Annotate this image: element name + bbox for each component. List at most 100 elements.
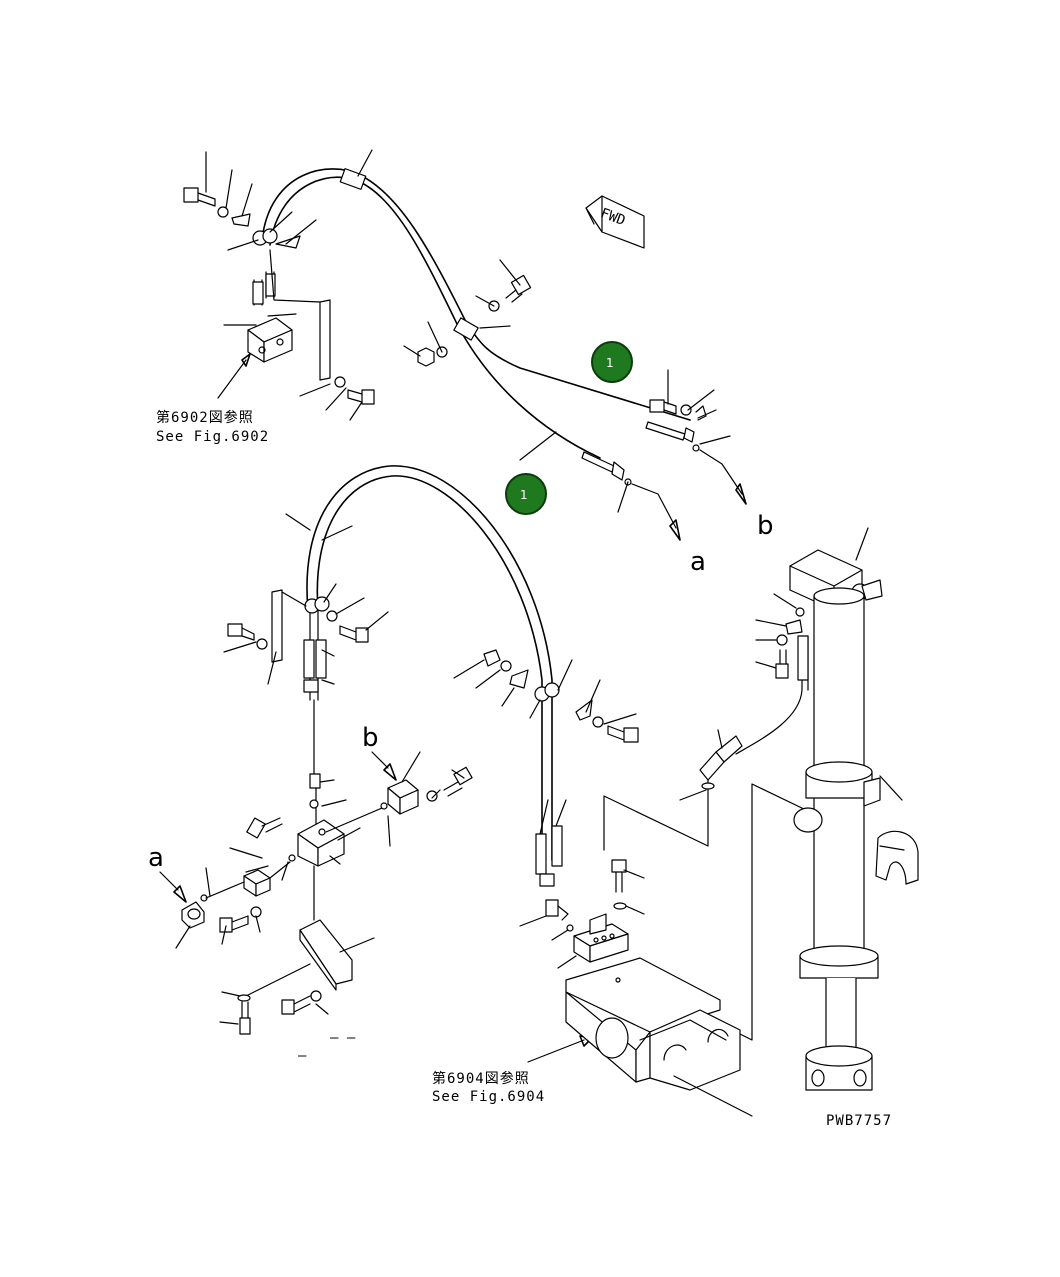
bolt xyxy=(611,859,627,893)
washer xyxy=(256,638,268,650)
washer xyxy=(237,994,251,1002)
bolt xyxy=(227,623,255,641)
fwd-arrow: FWD xyxy=(585,195,645,249)
clamp-ring xyxy=(544,682,560,698)
fitting xyxy=(645,421,686,441)
lower-hose-b xyxy=(316,475,543,861)
o-ring xyxy=(309,799,319,809)
nut xyxy=(417,347,435,367)
nut xyxy=(483,649,501,667)
bolt xyxy=(607,725,639,743)
boom-cylinder xyxy=(679,527,919,1091)
bolt xyxy=(239,1001,251,1035)
fitting xyxy=(309,773,321,789)
connector-a-label: a xyxy=(690,547,706,577)
stray-mark: – – xyxy=(330,1030,356,1046)
bolt xyxy=(183,187,216,207)
fitting-nut xyxy=(303,679,319,693)
fitting xyxy=(315,639,327,679)
clamp-half xyxy=(875,830,919,885)
o-ring xyxy=(380,802,388,810)
bolt xyxy=(347,389,375,405)
washer xyxy=(680,404,692,416)
plate xyxy=(271,589,283,663)
support-bracket xyxy=(299,919,353,991)
fitting xyxy=(797,635,809,681)
clip xyxy=(231,213,251,227)
washer xyxy=(776,634,788,646)
plate xyxy=(319,299,331,381)
washer xyxy=(310,990,322,1002)
fitting-nut xyxy=(539,873,555,887)
washer xyxy=(613,902,627,910)
o-ring xyxy=(566,924,574,932)
bracket xyxy=(575,699,593,721)
washer xyxy=(217,206,229,218)
clip xyxy=(785,619,803,635)
distribution-block xyxy=(573,913,629,963)
lower-hose-assembly: b a xyxy=(148,465,645,1063)
upper-hose-b xyxy=(269,176,601,459)
clamp-ring xyxy=(314,596,330,612)
ref-6902-jp: 第6902図参照 xyxy=(156,409,254,426)
connector-block-a xyxy=(243,869,271,897)
upper-hose-assembly: b a xyxy=(183,149,774,577)
bolt xyxy=(775,649,789,679)
bolt xyxy=(505,274,532,303)
fitting xyxy=(535,833,547,875)
connection-line xyxy=(603,779,709,851)
washer xyxy=(500,660,512,672)
connection-line xyxy=(673,1075,753,1117)
stray-mark: – xyxy=(298,1048,307,1064)
bolt xyxy=(339,625,369,643)
hose-clamp xyxy=(339,168,367,190)
fitting xyxy=(683,427,695,443)
washer xyxy=(426,790,438,802)
bolt xyxy=(443,766,473,797)
connector-b-label-lower: b xyxy=(362,723,379,753)
o-ring xyxy=(692,444,700,452)
connector-b-label: b xyxy=(757,511,774,541)
washer xyxy=(326,610,338,622)
hose-clamp xyxy=(453,317,479,341)
ref-6904-en: See Fig.6904 xyxy=(432,1089,545,1105)
elbow-fitting xyxy=(246,817,283,839)
bolt xyxy=(649,399,677,415)
drawing-code: PWB7757 xyxy=(826,1113,892,1129)
elbow-fitting xyxy=(545,899,569,921)
ref-6902-en: See Fig.6902 xyxy=(156,429,269,445)
connector-a-label-lower: a xyxy=(148,843,164,873)
connection-line xyxy=(739,783,807,1041)
lower-hose-a xyxy=(306,465,553,861)
clip xyxy=(509,669,529,689)
callout-marker[interactable]: 1 xyxy=(591,341,633,383)
clamp-ring xyxy=(262,228,278,244)
callout-label: 1 xyxy=(606,356,614,370)
elbow-fitting xyxy=(699,735,743,781)
upper-hose-a xyxy=(261,168,691,421)
fitting xyxy=(581,451,615,473)
cap xyxy=(181,901,205,929)
fitting xyxy=(551,825,563,867)
fitting xyxy=(265,273,276,297)
o-ring xyxy=(701,782,715,790)
reference-notes: 第6902図参照 See Fig.6902 第6904図参照 See Fig.6… xyxy=(156,409,545,1105)
bolt xyxy=(281,995,311,1015)
washer xyxy=(592,716,604,728)
ref-6904-jp: 第6904図参照 xyxy=(432,1070,530,1087)
bolt xyxy=(219,915,249,933)
snap-ring xyxy=(695,405,707,421)
washer xyxy=(334,376,346,388)
base-bracket xyxy=(565,957,741,1091)
fitting xyxy=(252,281,264,305)
manifold-block xyxy=(297,819,345,867)
callout-marker[interactable]: 1 xyxy=(505,473,547,515)
valve-block xyxy=(247,317,293,363)
connector-block-b xyxy=(387,779,419,815)
o-ring xyxy=(288,854,296,862)
o-ring xyxy=(795,607,805,617)
callout-label: 1 xyxy=(520,488,528,502)
fitting xyxy=(303,639,315,679)
